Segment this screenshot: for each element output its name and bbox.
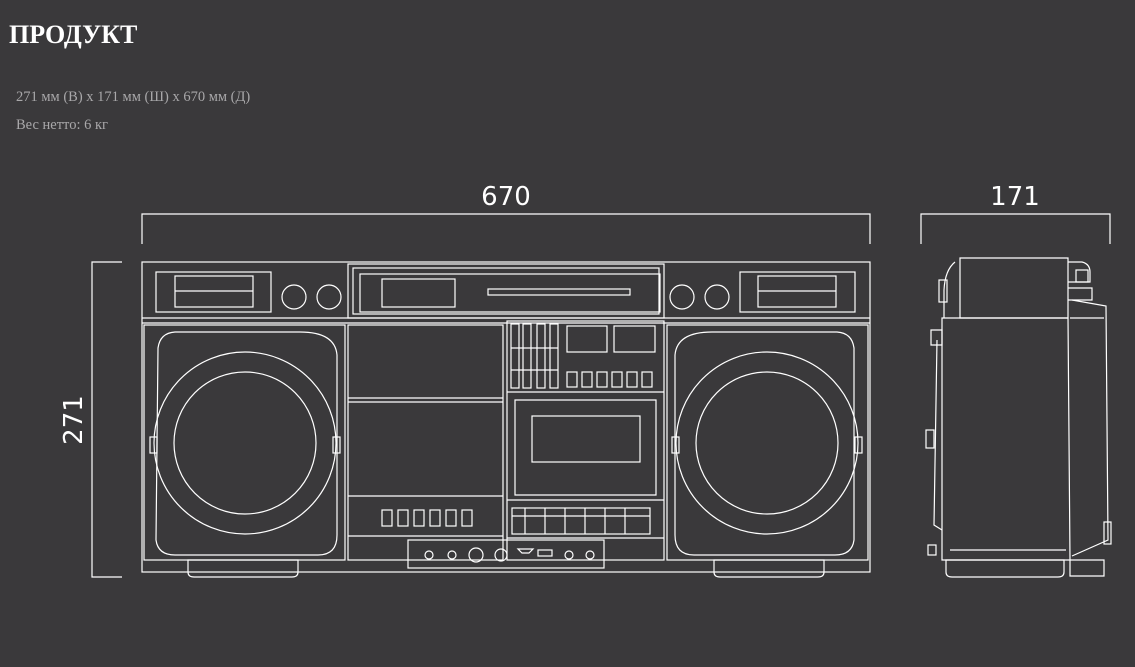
net-weight-text: Вес нетто: 6 кг (16, 117, 108, 133)
width-dimension: 670 (141, 182, 871, 244)
boombox-side-view (925, 257, 1112, 578)
height-label: 271 (59, 395, 89, 445)
height-dimension: 271 (59, 261, 122, 578)
width-label: 670 (481, 182, 531, 212)
dimensions-text: 271 мм (В) x 171 мм (Ш) x 670 мм (Д) (16, 89, 251, 105)
depth-dimension: 171 (920, 182, 1111, 244)
page-title: ПРОДУКТ (9, 20, 138, 49)
depth-label: 171 (990, 182, 1040, 212)
boombox-front-view (141, 261, 871, 578)
